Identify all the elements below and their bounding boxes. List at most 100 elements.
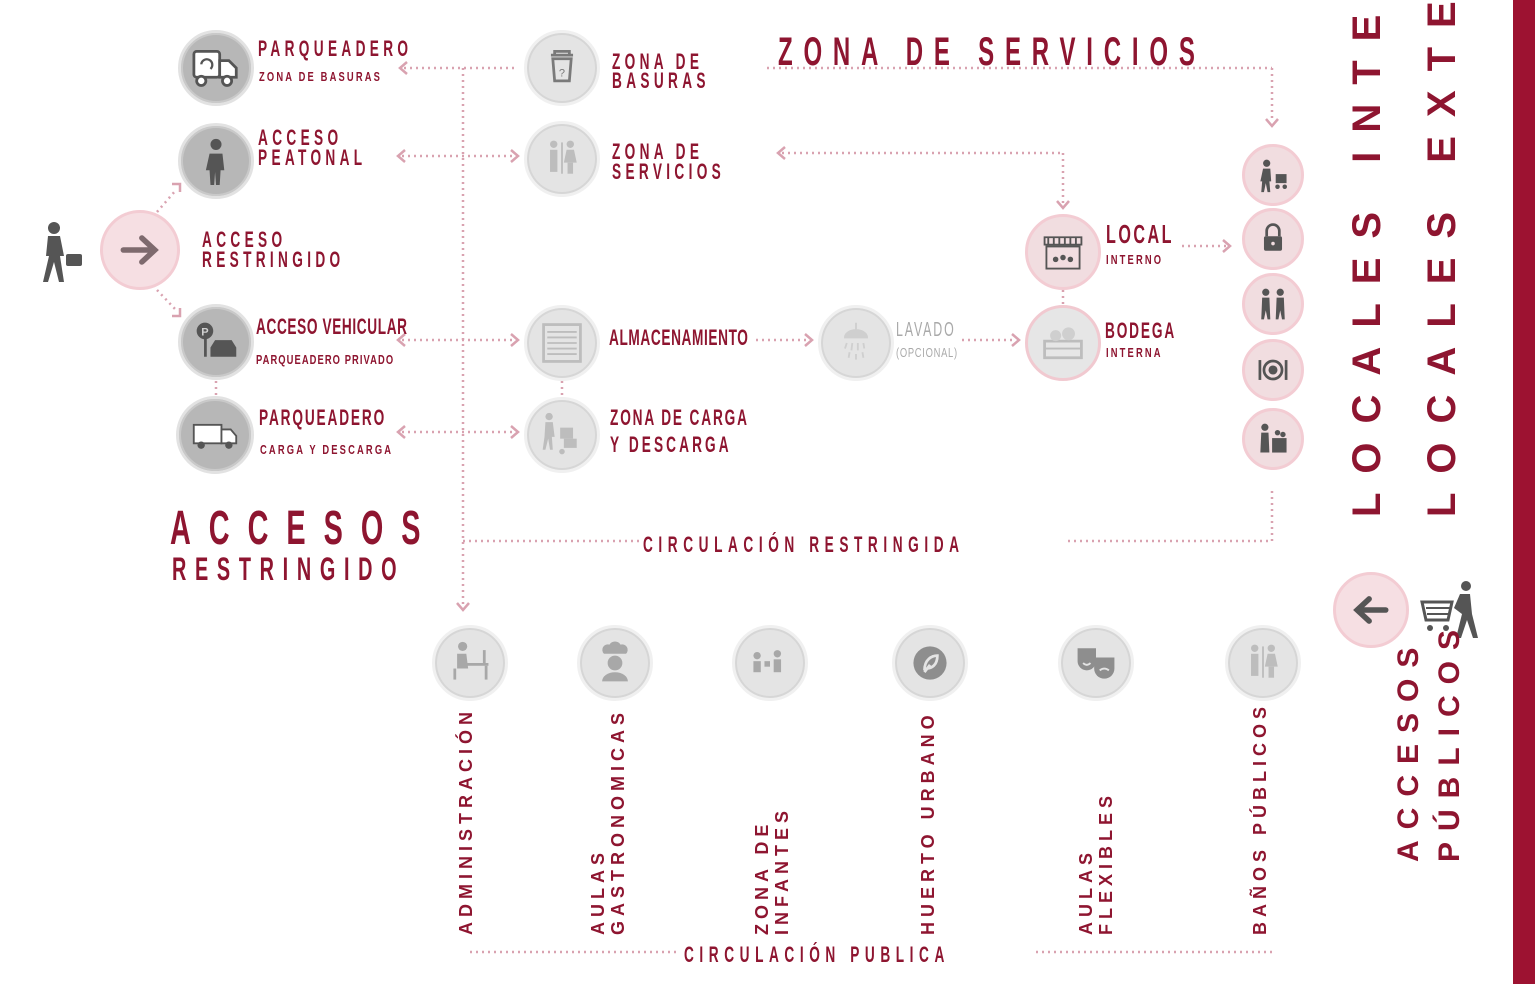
aulas-flexibles-node (1058, 625, 1134, 701)
trash-bin-icon: ? (550, 50, 574, 83)
circulacion-publica-label: CIRCULACIÓN PUBLICA (684, 942, 950, 967)
office-worker-icon (453, 641, 489, 680)
aulas-flexibles-label-2: FLEXIBLES (1096, 790, 1116, 935)
market-vendor-icon (1260, 423, 1287, 453)
cart-vendor-icon (1260, 159, 1287, 193)
zona-servicios-node (524, 121, 600, 197)
children-play-icon (753, 650, 782, 673)
zona-carga-title: ZONA DE CARGA (610, 405, 749, 430)
arrow-right-icon (120, 235, 159, 265)
parqueadero-basuras-subtitle: ZONA DE BASURAS (259, 69, 383, 84)
accesos-publicos-heading-1: ACCESOS (1392, 636, 1425, 862)
parqueadero-carga-subtitle: CARGA Y DESCARGA (260, 442, 394, 457)
arrow-left-icon (1353, 596, 1389, 624)
arrowhead (1265, 118, 1279, 128)
arrowhead (510, 333, 520, 347)
theater-masks-icon (1077, 648, 1115, 679)
circulacion-restringida-label: CIRCULACIÓN RESTRINGIDA (643, 532, 965, 557)
acceso-restringido-node (100, 210, 180, 290)
public-restroom-icon (1251, 644, 1278, 678)
zona-servicios-subtitle: SERVICIOS (612, 159, 726, 184)
cart-vendor-node (1242, 144, 1304, 206)
storage-shutter-icon (542, 323, 582, 363)
dotted-connector (156, 289, 177, 311)
shower-icon (844, 322, 868, 360)
shopper-with-cart-icon (1420, 581, 1478, 638)
arrowhead (510, 149, 520, 163)
zona-servicios-heading: ZONA DE SERVICIOS (778, 30, 1206, 74)
lavado-title: LAVADO (896, 319, 956, 341)
zona-basuras-node: ? (524, 30, 600, 106)
local-interno-subtitle: INTERNO (1106, 252, 1164, 267)
almacenamiento-node (524, 305, 600, 381)
plate-cutlery-icon (1258, 359, 1288, 381)
people-meeting-node (1242, 273, 1304, 335)
restringido-heading: RESTRINGIDO (172, 551, 406, 587)
zona-infantes-label-2: INFANTES (772, 805, 792, 935)
local-interno-title: LOCAL (1106, 219, 1174, 249)
parqueadero-carga-node (176, 396, 254, 474)
locales-internos-heading: LOCALES INTERNOS (1345, 0, 1389, 517)
zona-carga-subtitle: Y DESCARGA (610, 432, 732, 457)
locales-externos-heading: LOCALES EXTERNOS (1420, 0, 1464, 517)
lavado-node (818, 305, 894, 381)
aulas-flexibles-label-1: AULAS (1076, 848, 1096, 935)
acceso-restringido-subtitle: RESTRINGIDO (202, 247, 345, 272)
garbage-truck-icon (192, 50, 238, 87)
zona-servicios-title: ZONA DE (612, 139, 704, 164)
aulas-gastronomicas-node (577, 625, 653, 701)
svg-text:?: ? (559, 67, 565, 79)
bodega-subtitle: INTERNA (1106, 345, 1163, 360)
administracion-node (432, 625, 508, 701)
parqueadero-basuras-node (178, 30, 254, 106)
arrowhead (776, 146, 786, 160)
arrowhead (510, 425, 520, 439)
acceso-peatonal-title: ACCESO (258, 125, 343, 150)
zona-carga-node (524, 397, 600, 473)
arrowhead (1056, 200, 1070, 210)
banos-publicos-label: BAÑOS PÚBLICOS (1250, 701, 1270, 935)
zona-infantes-label-1: ZONA DE (752, 819, 772, 935)
arrowhead (172, 182, 182, 192)
arrowhead (172, 308, 182, 318)
arrowhead (396, 425, 406, 439)
leaf-icon (913, 646, 947, 680)
people-meeting-icon (1261, 288, 1285, 320)
banos-publicos-node (1225, 625, 1301, 701)
local-interno-node (1025, 214, 1101, 290)
acceso-vehicular-node: P (178, 304, 254, 380)
arrowhead (398, 61, 408, 75)
acceso-peatonal-subtitle: PEATONAL (258, 145, 367, 170)
walker-with-briefcase-icon (43, 222, 82, 282)
zona-basuras-title: ZONA DE (612, 49, 704, 74)
lock-node (1242, 208, 1304, 270)
arrowhead (804, 333, 814, 347)
parking-car-icon: P (196, 322, 237, 357)
arrowhead (456, 602, 470, 612)
dotted-connector (156, 189, 177, 213)
huerto-urbano-label: HUERTO URBANO (918, 710, 938, 935)
administracion-label: ADMINISTRACIÓN (456, 707, 476, 935)
acceso-peatonal-node (178, 123, 254, 199)
pedestrian-icon (205, 138, 225, 185)
acceso-vehicular-subtitle: PARQUEADERO PRIVADO (256, 352, 395, 367)
accesos-heading: ACCESOS (170, 502, 439, 555)
huerto-urbano-node (892, 625, 968, 701)
lock-icon (1263, 223, 1283, 251)
aulas-gastronomicas-label-1: AULAS (588, 848, 608, 935)
parqueadero-basuras-title: PARQUEADERO (258, 36, 413, 61)
acceso-restringido-title: ACCESO (202, 227, 287, 252)
svg-text:P: P (201, 327, 208, 339)
accent-sidebar-bar (1513, 0, 1535, 984)
arrowhead (396, 149, 406, 163)
zona-basuras-subtitle: BASURAS (612, 68, 710, 93)
hand-truck-icon (542, 412, 577, 455)
plate-cutlery-node (1242, 339, 1304, 401)
accesos-publicos-heading-2: PÚBLICOS (1433, 618, 1466, 862)
produce-crate-icon (1043, 327, 1083, 360)
chef-icon (602, 641, 628, 682)
almacenamiento-title: ALMACENAMIENTO (609, 325, 749, 350)
restroom-icon (550, 140, 577, 174)
bodega-title: BODEGA (1105, 318, 1177, 343)
